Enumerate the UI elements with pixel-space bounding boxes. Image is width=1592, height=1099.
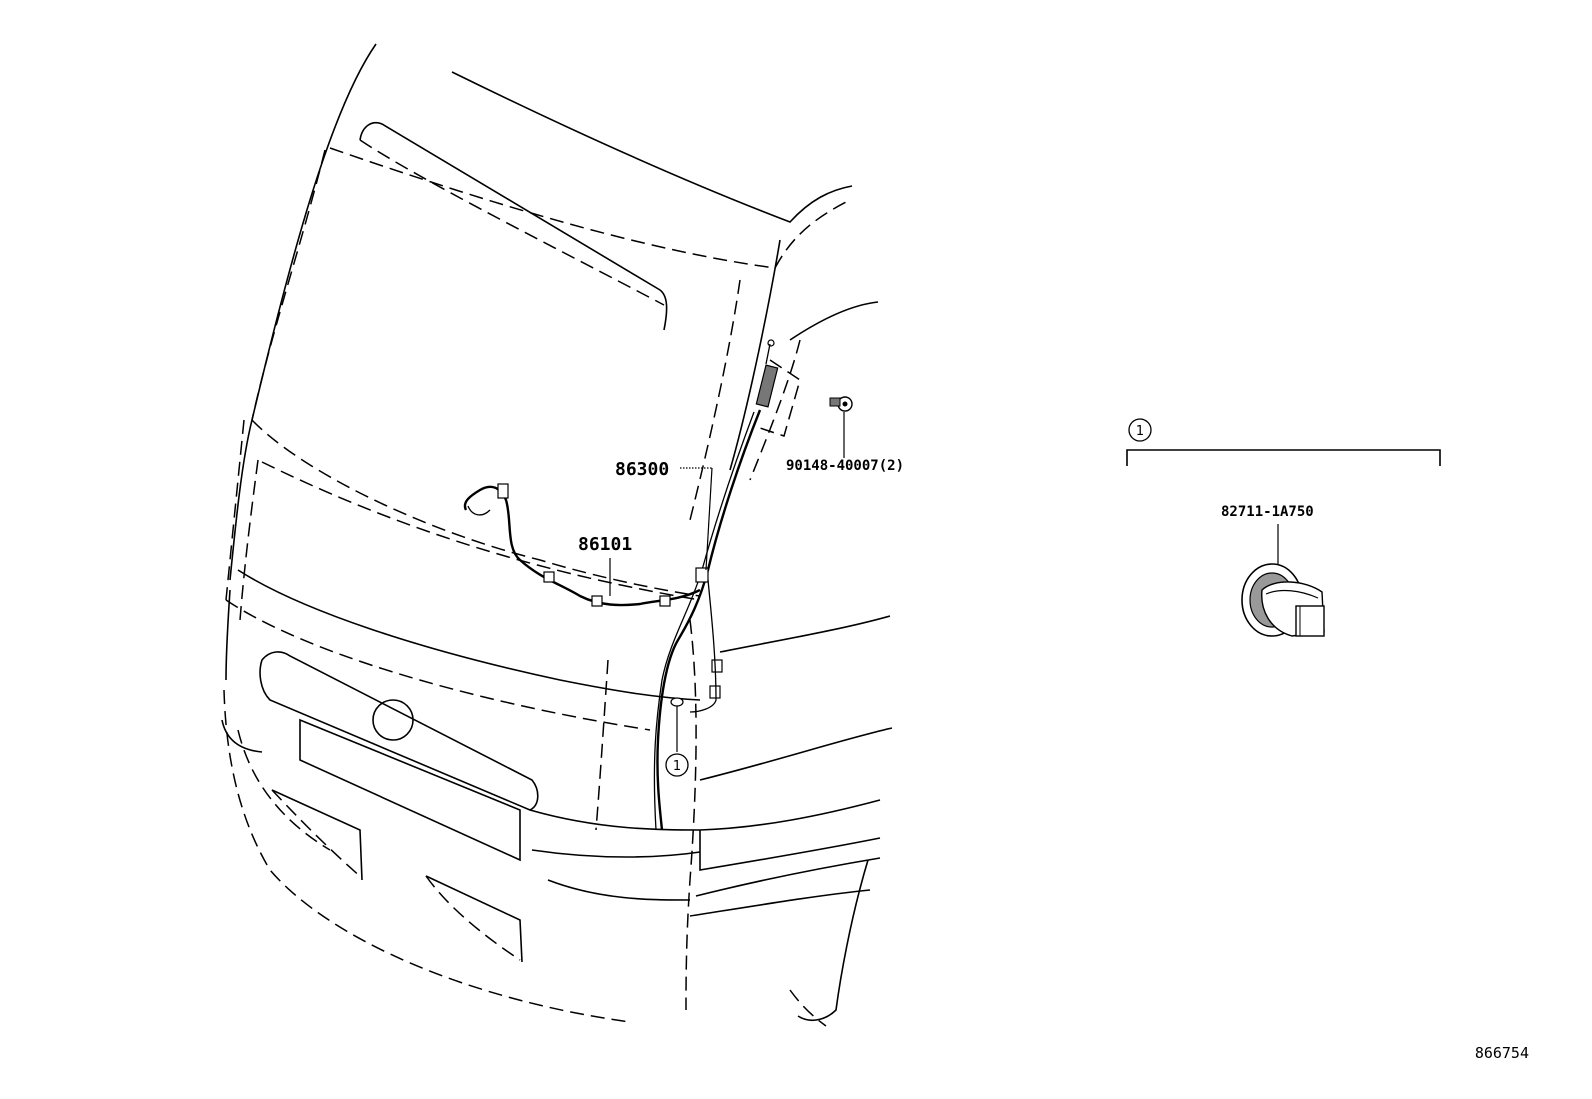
wiring-harness-86300	[653, 339, 801, 831]
screw-90148	[829, 396, 853, 458]
detail-group-bracket	[1126, 418, 1441, 466]
detail-reference-number: 1	[1136, 424, 1144, 439]
callout-leaders	[609, 467, 713, 596]
cord-86101	[463, 483, 701, 607]
clip-82711-illustration	[1241, 524, 1325, 637]
label-82711-1a750: 82711-1A750	[1221, 504, 1314, 520]
vehicle-body-outline	[221, 43, 893, 1027]
label-86300: 86300	[615, 459, 669, 480]
label-90148-40007: 90148-40007(2)	[786, 458, 904, 474]
label-86101: 86101	[578, 534, 632, 555]
location-reference-number: 1	[673, 759, 681, 774]
illustration-number: 866754	[1475, 1044, 1529, 1062]
